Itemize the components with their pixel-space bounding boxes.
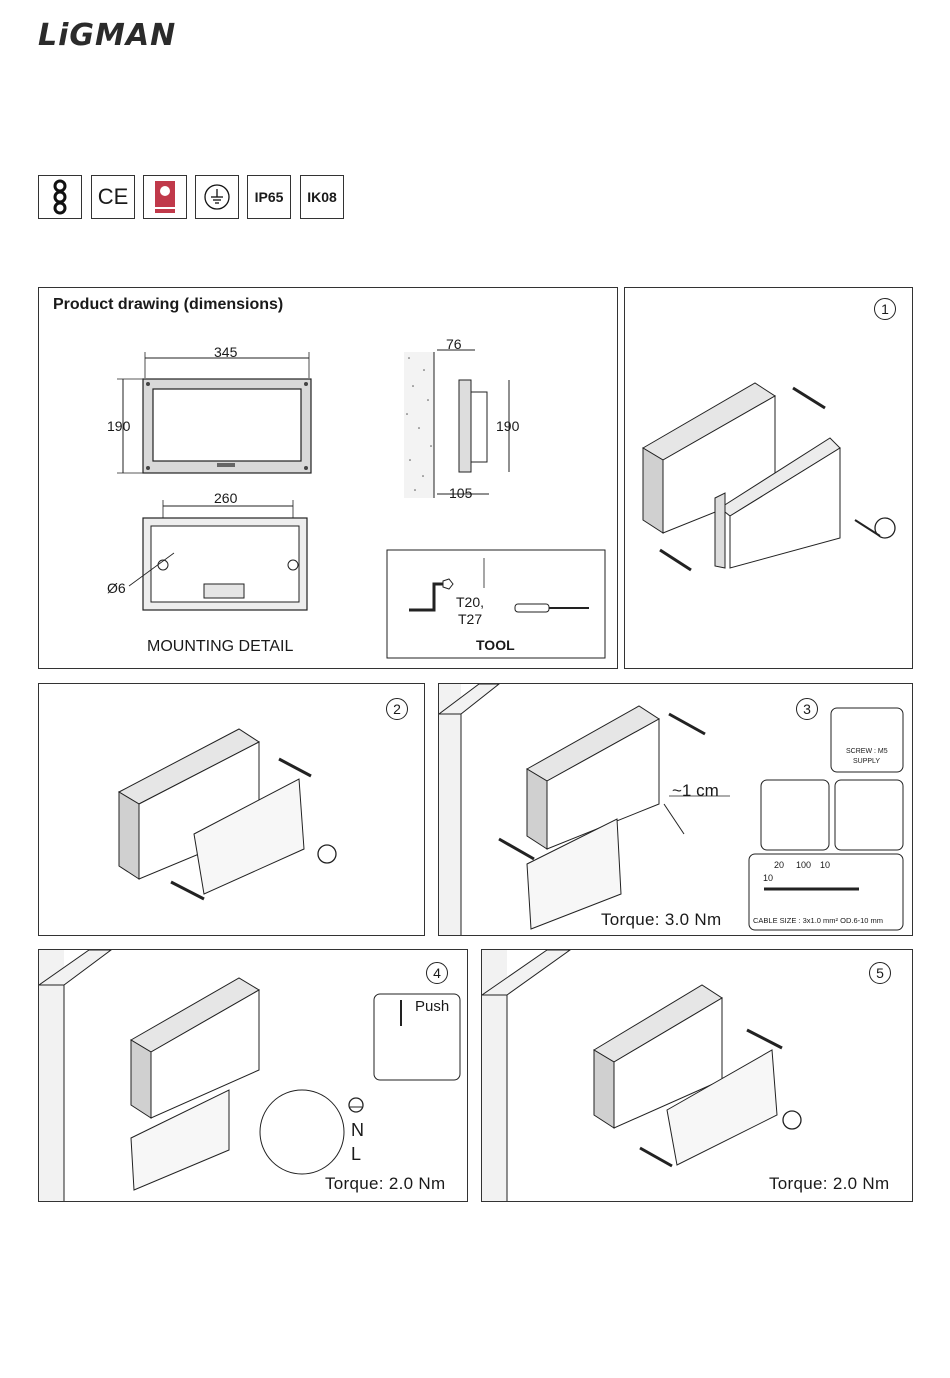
torque-label: Torque: 2.0 Nm bbox=[769, 1174, 889, 1194]
step-1-illustration bbox=[625, 288, 912, 668]
step-5-panel: 5 Torque: 2.0 Nm bbox=[481, 949, 913, 1202]
step-number: 3 bbox=[796, 698, 818, 720]
cable-size-label: CABLE SIZE : 3x1.0 mm² OD.6-10 mm bbox=[753, 916, 883, 925]
screw-label: SCREW : M5 bbox=[846, 748, 888, 755]
width-label: 345 bbox=[214, 344, 237, 360]
torque-label: Torque: 2.0 Nm bbox=[325, 1174, 445, 1194]
torque-label: Torque: 3.0 Nm bbox=[601, 910, 721, 930]
step-number: 5 bbox=[869, 962, 891, 984]
step-3-illustration bbox=[439, 684, 912, 935]
strip-20-label: 20 bbox=[774, 860, 784, 870]
ip-rating: IP65 bbox=[247, 175, 291, 219]
brand-logo: LiGMAN bbox=[38, 18, 176, 53]
screw-supply-label: SUPPLY bbox=[853, 758, 880, 765]
step-number: 4 bbox=[426, 962, 448, 984]
step-2-illustration bbox=[39, 684, 424, 935]
step-3-panel: 3 ~1 cm SCREW : M5 SUPPLY 20 100 10 10 C… bbox=[438, 683, 913, 936]
ce-mark: CE bbox=[91, 175, 135, 219]
strip-10-label: 10 bbox=[820, 860, 830, 870]
height-label: 190 bbox=[107, 418, 130, 434]
earth-icon bbox=[195, 175, 239, 219]
step-5-illustration bbox=[482, 950, 912, 1201]
mount-spacing-label: 260 bbox=[214, 490, 237, 506]
strip-10b-label: 10 bbox=[763, 873, 773, 883]
push-label: Push bbox=[415, 998, 449, 1015]
step-4-illustration bbox=[39, 950, 467, 1201]
dimensions-panel: Product drawing (dimensions) bbox=[38, 287, 618, 669]
base-depth-label: 105 bbox=[449, 485, 472, 501]
tool-label: TOOL bbox=[476, 637, 515, 653]
neutral-label: N bbox=[351, 1120, 364, 1141]
step-4-panel: 4 Push N L Torque: 2.0 Nm bbox=[38, 949, 468, 1202]
strip-gap-label: ~1 cm bbox=[672, 781, 719, 801]
side-height-label: 190 bbox=[496, 418, 519, 434]
class-ii-icon bbox=[38, 175, 82, 219]
tool-size-label: T20, bbox=[456, 594, 484, 610]
live-label: L bbox=[351, 1144, 361, 1165]
step-1-panel: 1 bbox=[624, 287, 913, 669]
step-2-panel: 2 bbox=[38, 683, 425, 936]
tool-size-label-2: T27 bbox=[458, 611, 482, 627]
hole-label: Ø6 bbox=[107, 580, 126, 596]
dimension-drawing bbox=[39, 288, 617, 668]
mounting-detail-label: MOUNTING DETAIL bbox=[147, 638, 293, 656]
quality-mark-icon bbox=[143, 175, 187, 219]
ik-rating: IK08 bbox=[300, 175, 344, 219]
depth-label: 76 bbox=[446, 336, 462, 352]
strip-100-label: 100 bbox=[796, 860, 811, 870]
